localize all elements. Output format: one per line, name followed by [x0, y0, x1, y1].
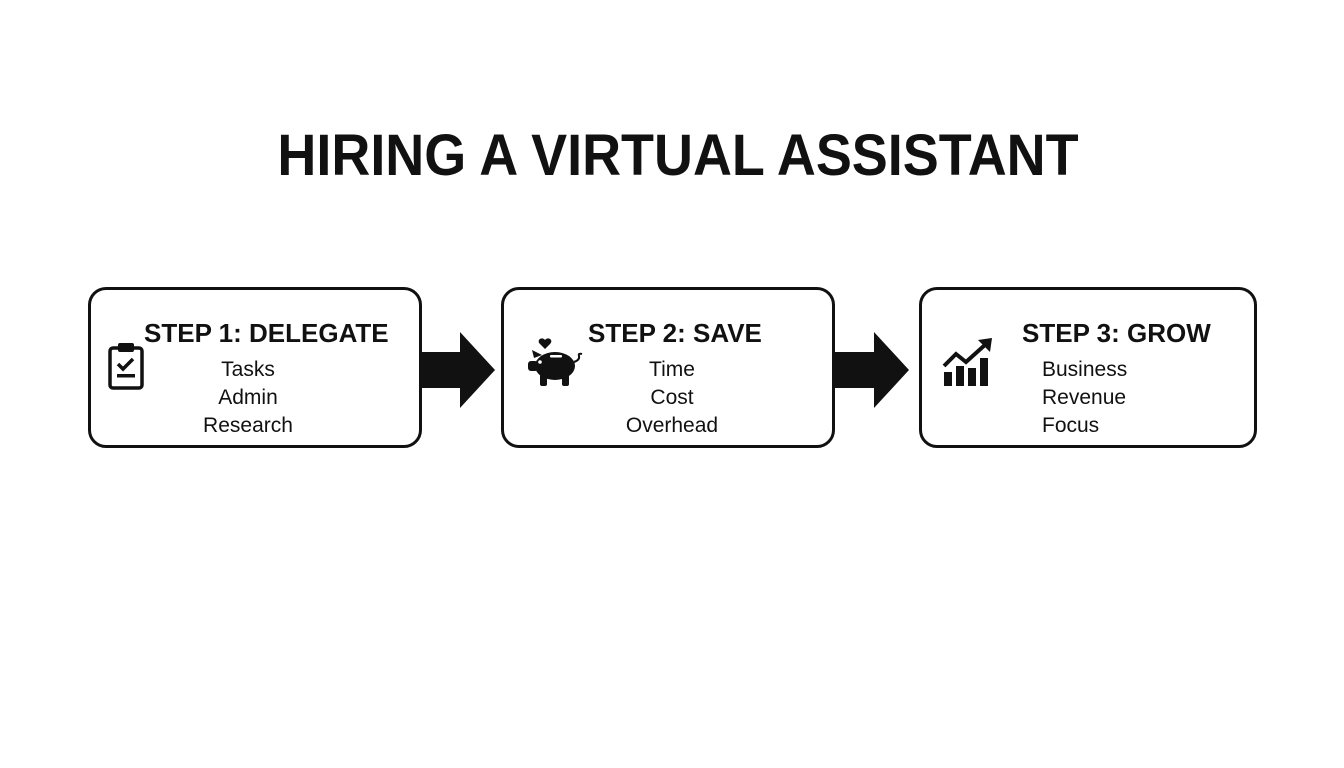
list-item: Research: [203, 414, 293, 437]
clipboard-check-icon: [108, 343, 144, 390]
list-item: Admin: [218, 386, 278, 409]
list-item: Business: [1042, 358, 1128, 381]
step-2-title: STEP 2: SAVE: [588, 318, 762, 348]
step-1-items: Tasks Admin Research: [201, 356, 295, 440]
page-title: HIRING A VIRTUAL ASSISTANT: [277, 123, 1079, 188]
step-2-card: STEP 2: SAVE Time Cost Overhead: [501, 287, 835, 448]
step-1-card: STEP 1: DELEGATE Tasks Admin Research: [88, 287, 422, 448]
arrow-right-icon: [419, 332, 495, 408]
arrow-right-icon: [833, 332, 909, 408]
list-item: Time: [649, 358, 695, 381]
growth-chart-icon: [942, 338, 992, 386]
step-3-title: STEP 3: GROW: [1022, 318, 1211, 348]
piggy-bank-icon: [528, 338, 583, 386]
step-2-items: Time Cost Overhead: [622, 356, 722, 440]
list-item: Tasks: [221, 358, 275, 381]
step-3-items: Business Revenue Focus: [1042, 356, 1127, 440]
step-3-card: STEP 3: GROW Business Revenue Focus: [919, 287, 1257, 448]
list-item: Overhead: [625, 414, 719, 437]
list-item: Cost: [650, 386, 694, 409]
list-item: Focus: [1042, 414, 1100, 437]
step-1-title: STEP 1: DELEGATE: [144, 318, 389, 348]
list-item: Revenue: [1042, 386, 1127, 409]
